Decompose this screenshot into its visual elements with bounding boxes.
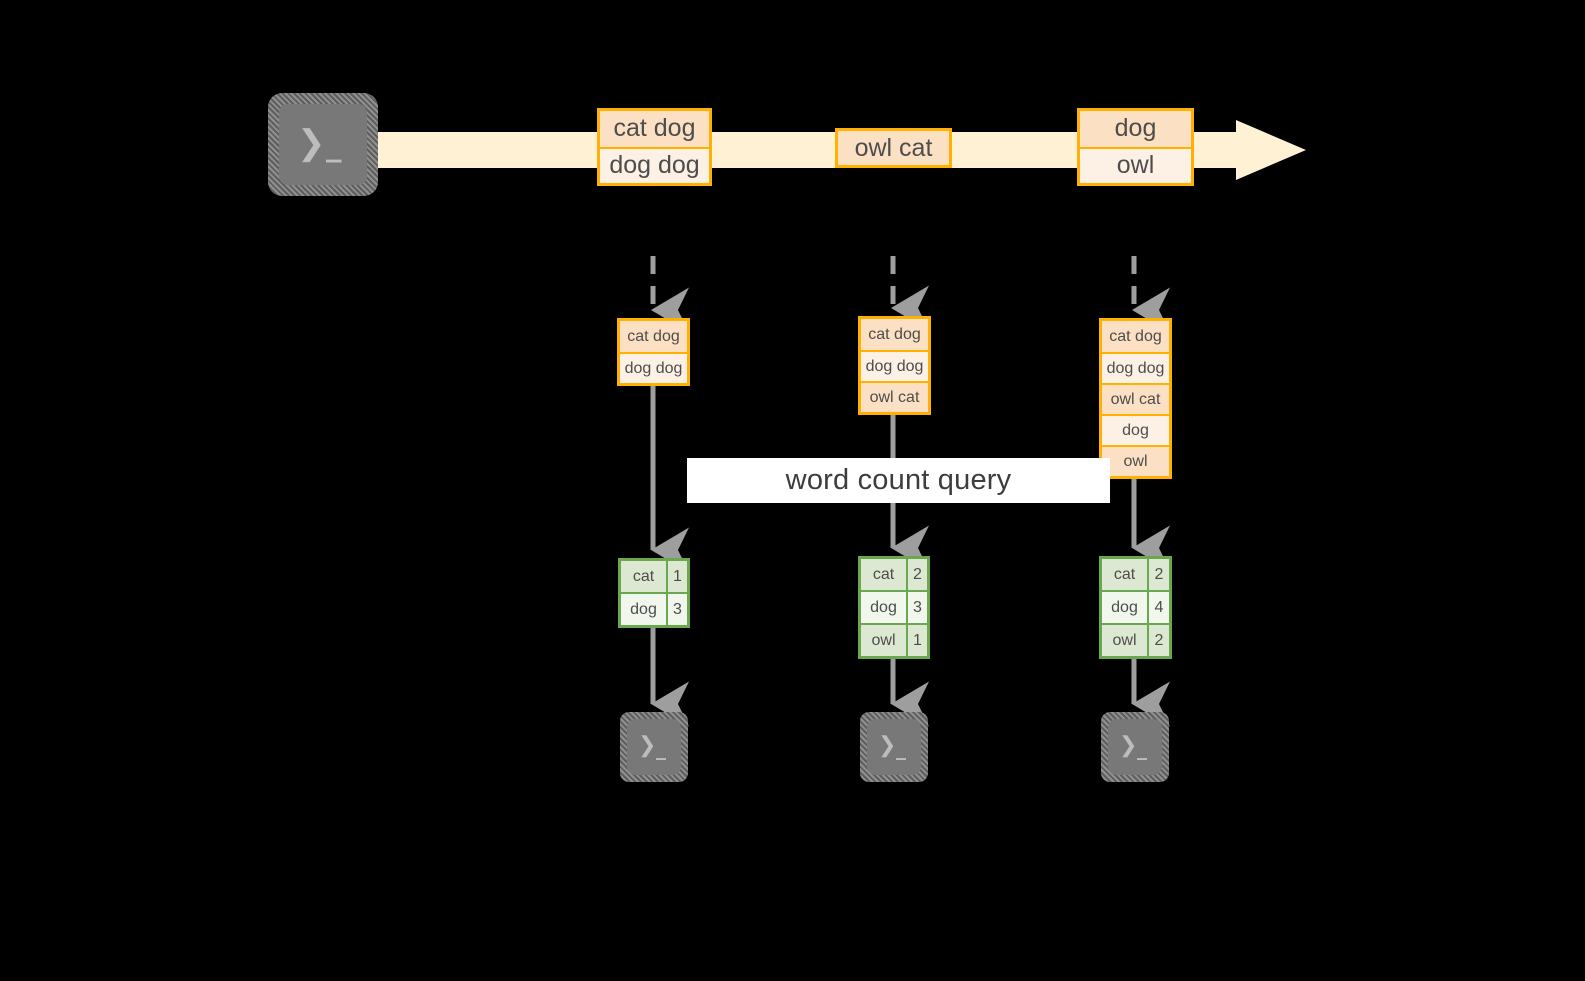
state-line: cat dog <box>620 321 687 352</box>
stream-state-2: cat dog dog dog owl cat <box>858 316 931 415</box>
table-row: dog 4 <box>1102 590 1169 623</box>
result-word: cat <box>621 561 666 592</box>
result-count: 3 <box>906 592 927 623</box>
state-line: dog dog <box>620 352 687 383</box>
query-banner: word count query <box>687 458 1110 503</box>
stream-state-1: cat dog dog dog <box>617 318 690 386</box>
result-word: cat <box>861 559 906 590</box>
table-row: cat 2 <box>1102 559 1169 590</box>
query-label: word count query <box>785 464 1012 496</box>
terminal-screen: ❯ _ <box>627 719 681 775</box>
result-word: owl <box>1102 625 1147 656</box>
word-count-result-2: cat 2 dog 3 owl 1 <box>858 556 930 659</box>
result-count: 1 <box>666 561 687 592</box>
record-line: cat dog <box>600 111 709 147</box>
result-word: dog <box>1102 592 1147 623</box>
sink-terminal-2: ❯ _ <box>860 712 928 782</box>
record-group-3: dog owl <box>1077 108 1194 186</box>
terminal-cursor-icon: _ <box>896 736 906 760</box>
terminal-cursor-icon: _ <box>656 736 666 760</box>
word-count-result-3: cat 2 dog 4 owl 2 <box>1099 556 1172 659</box>
terminal-screen: ❯ _ <box>867 719 921 775</box>
record-line: dog dog <box>600 146 709 183</box>
table-row: dog 3 <box>861 590 927 623</box>
terminal-chevron-icon: ❯ <box>297 123 326 163</box>
state-line: dog <box>1102 414 1169 445</box>
table-row: owl 2 <box>1102 623 1169 656</box>
record-group-1: cat dog dog dog <box>597 108 712 186</box>
sink-terminal-1: ❯ _ <box>620 712 688 782</box>
table-row: dog 3 <box>621 592 687 625</box>
source-terminal-icon: ❯ _ <box>268 93 378 196</box>
terminal-cursor-icon: _ <box>326 127 342 163</box>
table-row: cat 1 <box>621 561 687 592</box>
terminal-chevron-icon: ❯ <box>878 733 897 758</box>
result-count: 1 <box>906 625 927 656</box>
state-line: dog dog <box>861 350 928 381</box>
terminal-chevron-icon: ❯ <box>638 733 657 758</box>
terminal-screen: ❯ _ <box>279 104 367 185</box>
terminal-screen: ❯ _ <box>1108 719 1162 775</box>
result-count: 3 <box>666 594 687 625</box>
record-group-2: owl cat <box>835 128 952 168</box>
result-count: 2 <box>1147 625 1169 656</box>
table-row: owl 1 <box>861 623 927 656</box>
state-line: owl cat <box>1102 383 1169 414</box>
stream-state-3: cat dog dog dog owl cat dog owl <box>1099 318 1172 479</box>
record-line: owl cat <box>838 131 949 165</box>
state-line: owl cat <box>861 381 928 412</box>
result-word: cat <box>1102 559 1147 590</box>
result-word: dog <box>861 592 906 623</box>
state-line: cat dog <box>861 319 928 350</box>
state-line: owl <box>1102 445 1169 476</box>
result-count: 2 <box>906 559 927 590</box>
state-line: cat dog <box>1102 321 1169 352</box>
word-count-result-1: cat 1 dog 3 <box>618 558 690 628</box>
result-count: 4 <box>1147 592 1169 623</box>
result-count: 2 <box>1147 559 1169 590</box>
state-line: dog dog <box>1102 352 1169 383</box>
terminal-cursor-icon: _ <box>1137 736 1147 760</box>
terminal-chevron-icon: ❯ <box>1119 733 1138 758</box>
result-word: dog <box>621 594 666 625</box>
table-row: cat 2 <box>861 559 927 590</box>
result-word: owl <box>861 625 906 656</box>
sink-terminal-3: ❯ _ <box>1101 712 1169 782</box>
record-line: dog <box>1080 111 1191 147</box>
record-line: owl <box>1080 146 1191 183</box>
